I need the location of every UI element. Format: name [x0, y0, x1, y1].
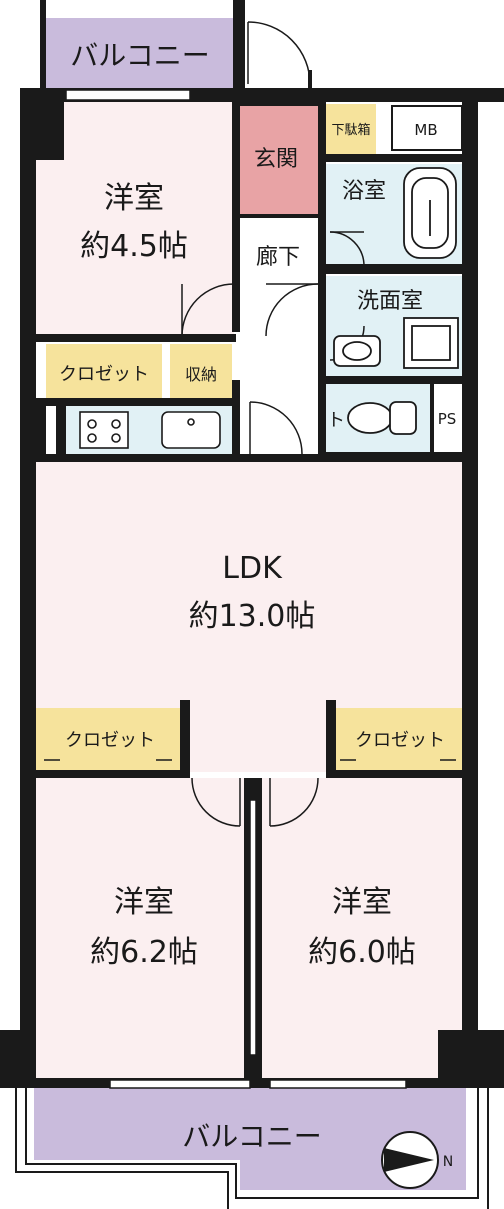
- western-room-right: [262, 778, 462, 1078]
- north-arrow-icon: N: [381, 1131, 453, 1189]
- bathtub-icon: [403, 167, 457, 259]
- outer-door-swing: [247, 21, 312, 90]
- western-top-size: 約4.5帖: [80, 229, 188, 264]
- shoe-box: [326, 104, 376, 154]
- ldk-size: 約13.0帖: [189, 599, 316, 634]
- stove-icon: [79, 411, 129, 449]
- ldk-name: LDK: [222, 551, 283, 586]
- entrance-label: 玄関: [254, 147, 298, 172]
- western-left-size: 約6.2帖: [90, 935, 198, 970]
- corridor-label: 廊下: [256, 245, 300, 270]
- toilet-mark: ト: [327, 410, 345, 431]
- closet-right-label: クロゼット: [355, 730, 445, 751]
- western-room-left: [36, 778, 250, 1078]
- closet-top-label: クロゼット: [59, 364, 149, 385]
- bath-label: 浴室: [342, 179, 386, 204]
- windows: [65, 89, 407, 1089]
- storage-box: [170, 344, 232, 398]
- western-room-top: [36, 102, 234, 336]
- closet-top: [46, 344, 162, 398]
- storage-label: 収納: [185, 365, 217, 384]
- ldk-middle-strip: [190, 700, 330, 772]
- toilet-icon: [347, 401, 417, 435]
- balcony-bottom: [15, 1085, 489, 1209]
- compass-label: N: [443, 1154, 453, 1170]
- closet-left-label: クロゼット: [65, 730, 155, 751]
- walls: [0, 88, 504, 1088]
- washroom-label: 洗面室: [357, 289, 423, 314]
- western-left-name: 洋室: [114, 885, 174, 920]
- balcony-top: [40, 0, 245, 92]
- washing-machine-icon: [403, 317, 459, 369]
- washbasin-icon: [333, 335, 381, 367]
- western-right-size: 約6.0帖: [308, 935, 416, 970]
- balcony-top-label: バルコニー: [70, 39, 209, 72]
- entrance-area: [240, 104, 320, 216]
- mb-box: [391, 105, 463, 151]
- mb-label: MB: [414, 121, 437, 139]
- shoe-box-label: 下駄箱: [331, 122, 370, 138]
- western-right-name: 洋室: [332, 885, 392, 920]
- western-top-name: 洋室: [104, 181, 164, 216]
- ldk-room: [36, 462, 462, 708]
- balcony-bottom-label: バルコニー: [182, 1120, 321, 1153]
- sink-icon: [161, 411, 221, 449]
- ps-label: PS: [438, 410, 457, 428]
